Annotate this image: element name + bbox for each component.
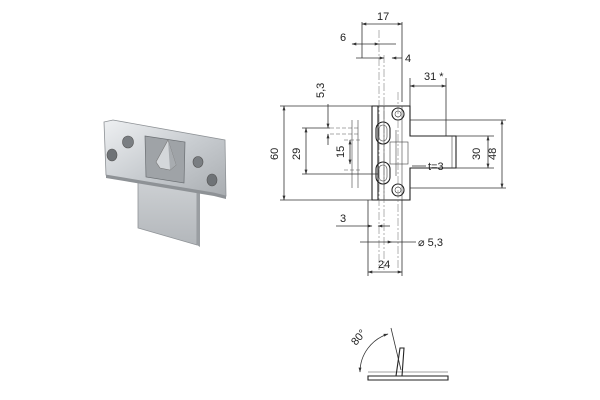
- lower-slot: [375, 161, 391, 185]
- right-lower-hole: [206, 173, 218, 187]
- label-5-3: 5,3: [315, 83, 327, 98]
- right-upper-hole: [192, 156, 204, 168]
- side-base-plate: [367, 375, 449, 381]
- plate-tongue-edge: [197, 176, 200, 247]
- label-30: 30: [471, 148, 483, 160]
- label-3: 3: [340, 213, 346, 225]
- upper-slot-inner: [378, 124, 388, 142]
- label-48: 48: [487, 148, 499, 160]
- angle-ref-line: [390, 327, 402, 371]
- label-29: 29: [291, 148, 303, 160]
- label-6: 6: [340, 32, 346, 44]
- side-view-angle: [358, 327, 449, 381]
- upper-slot: [375, 121, 391, 145]
- label-24: 24: [378, 259, 390, 271]
- angle-arc: [358, 333, 389, 373]
- label-17: 17: [377, 11, 389, 23]
- label-angle: 80°: [349, 327, 369, 347]
- label-31: 31 *: [424, 71, 444, 83]
- strike-plate-3d-view: [103, 119, 227, 247]
- left-mounting-hole: [106, 148, 118, 162]
- plate-thickness-edge: [106, 175, 226, 199]
- label-thickness: t=3: [428, 161, 444, 173]
- label-15: 15: [335, 146, 347, 158]
- latch-tab-shadow: [168, 140, 176, 170]
- center-recess: [389, 141, 409, 165]
- label-60: 60: [269, 148, 281, 160]
- dimension-lines: [280, 22, 506, 276]
- side-bent-tab: [395, 347, 405, 377]
- left-upper-hole: [122, 135, 134, 149]
- front-view: [330, 30, 457, 270]
- label-4: 4: [405, 53, 411, 65]
- lower-slot-inner: [378, 164, 388, 182]
- label-hole-diameter: ⌀ 5,3: [418, 237, 443, 249]
